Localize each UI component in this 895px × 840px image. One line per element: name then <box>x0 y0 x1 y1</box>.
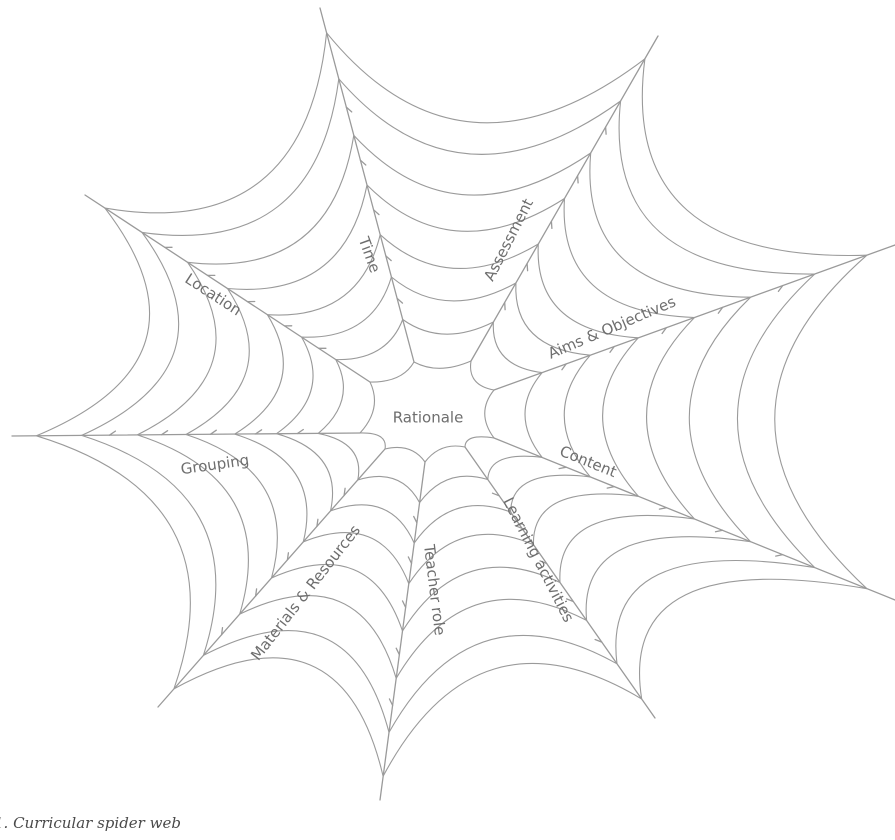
web-thread <box>336 320 403 360</box>
web-thread <box>36 436 190 689</box>
web-thread <box>358 476 420 502</box>
web-thread <box>420 476 488 502</box>
web-thread <box>385 447 425 462</box>
web-spokes <box>12 8 895 800</box>
web-thread <box>383 663 642 776</box>
web-threads <box>36 33 867 777</box>
web-thread <box>525 373 542 458</box>
web-thread <box>354 135 591 195</box>
web-thread <box>174 658 383 776</box>
spoke-line-location <box>85 195 370 382</box>
web-thread <box>188 135 354 264</box>
web-thread <box>228 185 368 289</box>
spoke-line-materials-resources <box>158 449 385 707</box>
spoke-line-aims-objectives <box>494 245 895 390</box>
web-thread <box>560 515 695 582</box>
spoke-tick <box>559 467 566 468</box>
spoke-tick <box>578 176 579 183</box>
spoke-label-learning-activities: Learning activities <box>499 494 578 625</box>
web-thread <box>360 382 375 433</box>
spoke-label-time: Time <box>354 234 384 276</box>
web-thread <box>339 79 621 155</box>
web-thread <box>235 315 284 434</box>
web-thread <box>318 360 343 434</box>
spoke-tick <box>389 699 392 706</box>
web-thread <box>737 274 814 568</box>
web-thread <box>360 433 385 449</box>
center-label-rationale: Rationale <box>393 409 464 427</box>
spoke-tick <box>659 508 666 509</box>
spoke-tick <box>776 555 783 557</box>
web-thread <box>203 631 389 733</box>
web-thread <box>471 361 494 390</box>
spoke-label-grouping: Grouping <box>180 451 251 478</box>
spoke-line-time <box>320 8 414 362</box>
web-thread <box>485 390 494 438</box>
spoke-tick <box>414 516 417 522</box>
spoke-tick <box>408 557 411 564</box>
spoke-tick <box>403 601 406 607</box>
web-thread <box>616 560 815 663</box>
web-thread <box>647 318 695 520</box>
web-thread <box>370 362 414 382</box>
web-thread <box>640 579 867 699</box>
spoke-label-assessment: Assessment <box>480 195 537 283</box>
web-thread <box>586 537 750 621</box>
web-thread <box>465 437 494 447</box>
web-thread <box>564 199 694 318</box>
web-thread <box>414 506 510 544</box>
spoke-tick <box>396 648 399 655</box>
web-thread <box>493 322 542 373</box>
web-thread <box>488 456 542 479</box>
web-thread <box>105 33 327 213</box>
spoke-tick <box>222 628 223 635</box>
spoke-label-aims-objectives: Aims & Objectives <box>545 292 678 362</box>
spoke-label-materials-resources: Materials & Resources <box>247 521 364 664</box>
spoke-tick <box>527 264 528 271</box>
spoke-line-grouping <box>12 433 360 436</box>
figure-caption: 1. Curricular spider web <box>0 814 181 832</box>
spoke-label-location: Location <box>182 270 245 320</box>
web-thread <box>327 33 645 123</box>
web-thread <box>425 446 465 462</box>
spoke-tick <box>606 127 607 134</box>
web-thread <box>367 185 565 231</box>
web-thread <box>82 232 179 435</box>
web-thread <box>318 433 359 480</box>
web-thread <box>642 59 867 256</box>
web-thread <box>533 494 638 545</box>
web-thread <box>689 297 750 542</box>
web-thread <box>302 277 392 337</box>
spoke-tick <box>551 221 552 228</box>
web-thread <box>619 101 815 274</box>
web-thread <box>414 361 471 368</box>
spoke-label-teacher-role: Teacher role <box>420 543 449 637</box>
spoke-tick <box>716 530 723 532</box>
web-thread <box>36 208 149 436</box>
spoke-tick <box>607 487 614 489</box>
web-thread <box>590 153 751 297</box>
web-thread <box>277 434 333 511</box>
spoke-line-teacher-role <box>380 462 425 800</box>
web-thread <box>403 320 494 335</box>
